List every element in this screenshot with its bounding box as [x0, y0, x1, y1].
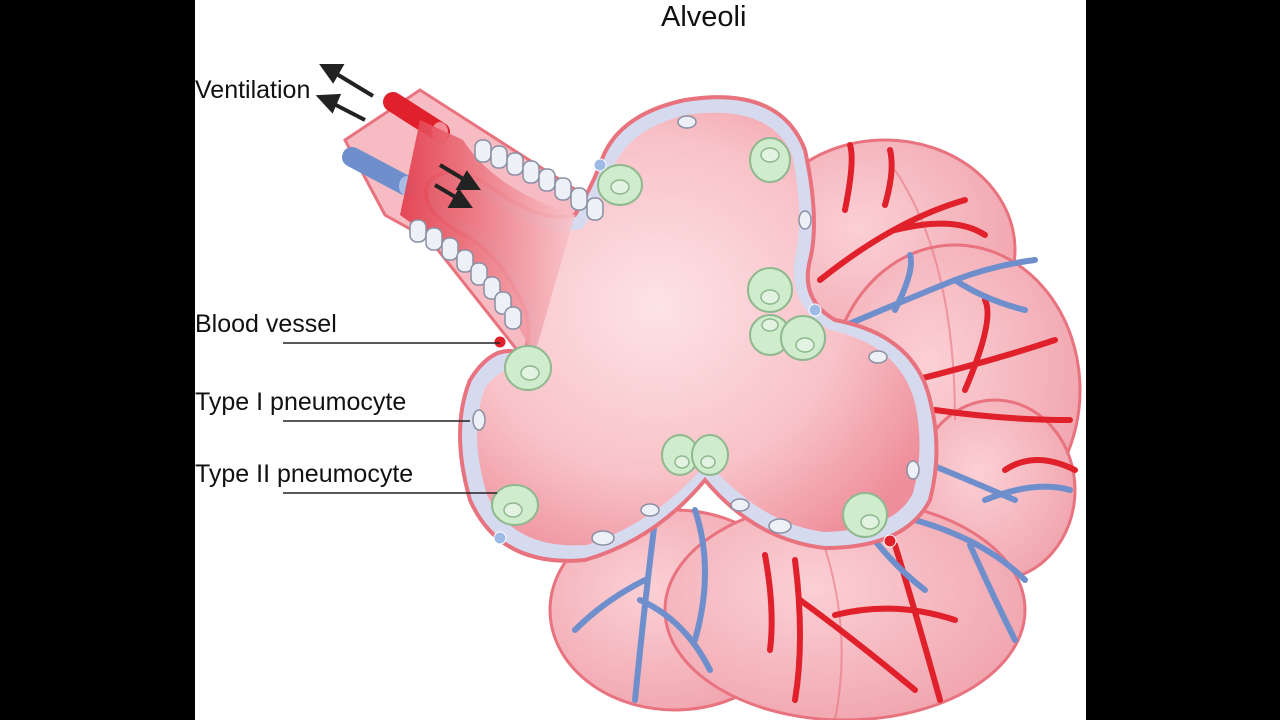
label-blood-vessel: Blood vessel: [195, 310, 337, 338]
capillaries: [572, 142, 1078, 703]
type-i-pneumocytes: [472, 115, 920, 546]
label-type-ii-pneumocyte: Type II pneumocyte: [195, 460, 414, 488]
vessel-dots: [493, 158, 897, 548]
type-ii-nuclei: [503, 147, 880, 530]
label-type-i-pneumocyte: Type I pneumocyte: [195, 388, 407, 416]
bronchiole-epithelium: [409, 139, 604, 330]
alveoli-illustration: [283, 64, 1082, 720]
ventilation-arrows: [315, 64, 481, 208]
diagram-canvas: Alveoli Ventilation Blood vessel Type I …: [195, 0, 1086, 720]
letterbox-left: [0, 0, 195, 720]
leader-lines: [283, 342, 500, 494]
letterbox-right: [1086, 0, 1280, 720]
diagram-title: Alveoli: [661, 1, 747, 33]
label-ventilation: Ventilation: [195, 76, 311, 104]
